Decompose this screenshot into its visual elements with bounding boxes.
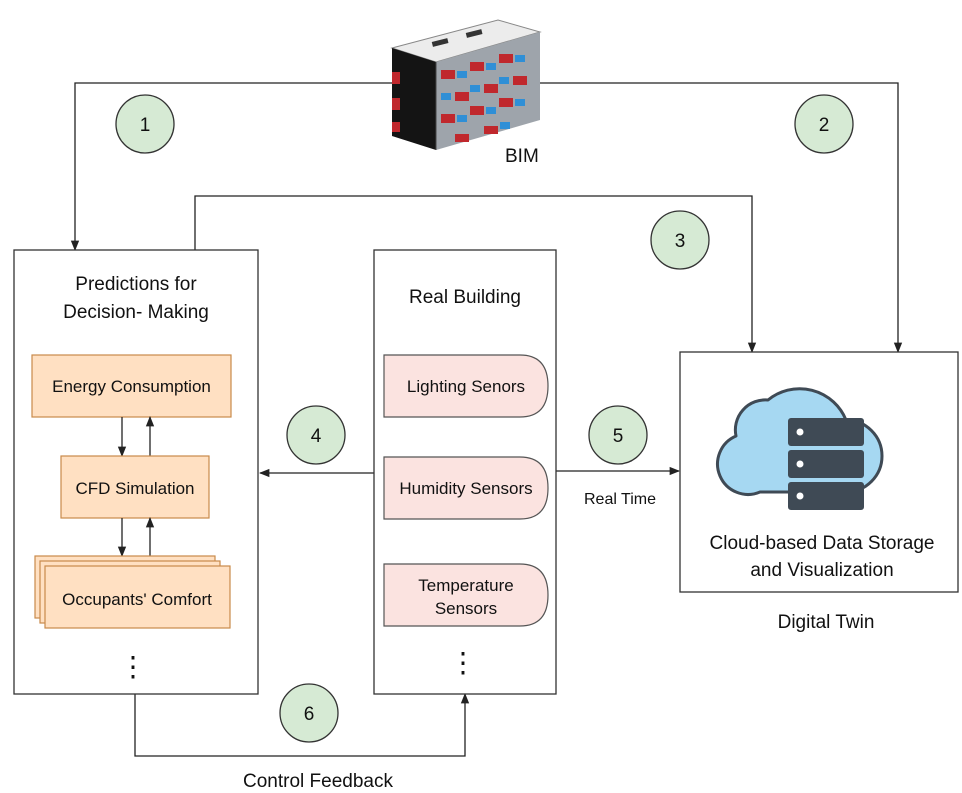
step-badge-3: 3 bbox=[650, 210, 710, 270]
step-badge-6: 6 bbox=[279, 683, 339, 743]
step-badge-1: 1 bbox=[115, 94, 175, 154]
step-badge-5: 5 bbox=[588, 405, 648, 465]
predictions-ellipsis: ⋮ bbox=[119, 651, 147, 682]
cloud-server-icon bbox=[716, 387, 884, 510]
humidity-sensor-label: Humidity Sensors bbox=[399, 479, 532, 498]
step-badge-2: 2 bbox=[794, 94, 854, 154]
temperature-sensor-label-line2: Sensors bbox=[435, 599, 497, 618]
real-time-label: Real Time bbox=[584, 491, 656, 508]
bim-building-icon bbox=[390, 19, 542, 150]
digital-twin-caption: Digital Twin bbox=[778, 612, 875, 633]
lighting-sensor-label: Lighting Senors bbox=[407, 377, 525, 396]
occupants-comfort-stack bbox=[34, 555, 231, 629]
temperature-sensor-shape bbox=[383, 563, 549, 627]
cloud-label-line1: Cloud-based Data Storage bbox=[710, 533, 935, 554]
bim-label: BIM bbox=[505, 146, 539, 167]
predictions-title-line2: Decision- Making bbox=[63, 302, 209, 323]
humidity-sensor-shape bbox=[383, 456, 549, 520]
svg-text:5: 5 bbox=[613, 426, 624, 447]
lighting-sensor-shape bbox=[383, 354, 549, 418]
step-badge-4: 4 bbox=[286, 405, 346, 465]
svg-text:1: 1 bbox=[140, 115, 151, 136]
temperature-sensor-label-line1: Temperature bbox=[418, 576, 513, 595]
energy-consumption-box bbox=[31, 354, 232, 418]
svg-text:6: 6 bbox=[304, 704, 315, 725]
arrow-control-feedback bbox=[134, 692, 470, 757]
cfd-simulation-box bbox=[60, 455, 210, 519]
cfd-simulation-label: CFD Simulation bbox=[75, 479, 194, 498]
control-feedback-label: Control Feedback bbox=[243, 771, 393, 792]
predictions-title-line1: Predictions for bbox=[75, 274, 197, 295]
real-building-title: Real Building bbox=[409, 287, 521, 308]
building-ellipsis: ⋮ bbox=[449, 647, 477, 678]
cloud-label-line2: and Visualization bbox=[750, 560, 893, 581]
arrow-bim-to-predictions bbox=[70, 82, 392, 252]
occupants-comfort-label: Occupants' Comfort bbox=[62, 590, 212, 609]
arrow-bim-to-digital-twin bbox=[540, 82, 903, 354]
svg-text:4: 4 bbox=[311, 426, 322, 447]
svg-text:2: 2 bbox=[819, 115, 830, 136]
arrow-predictions-to-digital-twin bbox=[194, 195, 757, 354]
svg-text:3: 3 bbox=[675, 231, 686, 252]
energy-consumption-label: Energy Consumption bbox=[52, 377, 211, 396]
